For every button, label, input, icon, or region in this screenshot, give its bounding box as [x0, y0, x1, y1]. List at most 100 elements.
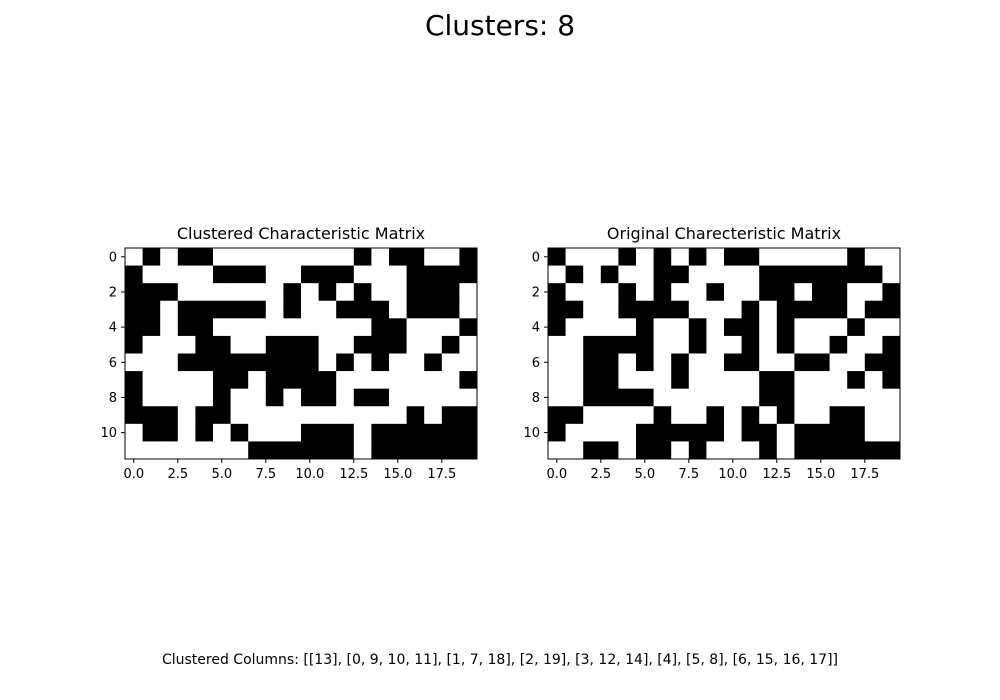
- heatmap-cell: [318, 406, 337, 425]
- heatmap-cell: [160, 248, 179, 266]
- heatmap-cell: [459, 265, 478, 284]
- heatmap-cell: [177, 441, 196, 460]
- heatmap-cell: [600, 283, 619, 302]
- heatmap-cell: [424, 318, 443, 337]
- heatmap-cell: [688, 265, 707, 284]
- heatmap-cell: [195, 248, 214, 266]
- heatmap-cell: [406, 248, 425, 266]
- heatmap-cell: [618, 353, 637, 372]
- heatmap-cell: [706, 335, 725, 354]
- heatmap-cell: [882, 248, 901, 266]
- heatmap-cell: [336, 335, 355, 354]
- y-tick-label: 2: [532, 285, 540, 300]
- heatmap-cell: [724, 388, 742, 407]
- heatmap-cell: [230, 353, 249, 372]
- heatmap-cell: [847, 371, 866, 389]
- heatmap-cell: [248, 353, 267, 372]
- heatmap-cell: [318, 441, 337, 460]
- x-tick-label: 2.5: [167, 467, 188, 482]
- heatmap-cell: [441, 353, 460, 372]
- heatmap-cell: [195, 300, 214, 319]
- heatmap-cell: [265, 406, 284, 425]
- heatmap-cell: [389, 353, 407, 372]
- heatmap-cell: [583, 318, 602, 337]
- heatmap-cell: [600, 353, 619, 372]
- heatmap-cell: [724, 371, 742, 389]
- heatmap-cell: [636, 406, 654, 425]
- heatmap-cell: [230, 318, 249, 337]
- heatmap-cell: [759, 335, 778, 354]
- heatmap-cell: [213, 248, 231, 266]
- heatmap-cell: [600, 318, 619, 337]
- heatmap-cell: [283, 283, 302, 302]
- heatmap-cell: [301, 423, 319, 442]
- heatmap-cell: [618, 318, 637, 337]
- heatmap-cell: [882, 265, 901, 284]
- heatmap-cell: [353, 248, 372, 266]
- heatmap-cell: [759, 441, 778, 460]
- heatmap-cell: [125, 388, 143, 407]
- heatmap-cell: [688, 406, 707, 425]
- heatmap-cell: [653, 441, 672, 460]
- heatmap-cell: [618, 283, 637, 302]
- heatmap-cell: [283, 265, 302, 284]
- y-tick-label: 8: [109, 391, 117, 406]
- heatmap-cell: [213, 300, 231, 319]
- heatmap-cell: [230, 441, 249, 460]
- heatmap-cell: [441, 283, 460, 302]
- heatmap-cell: [600, 335, 619, 354]
- y-tick-label: 0: [109, 250, 117, 265]
- x-tick-label: 10.0: [295, 467, 324, 482]
- heatmap-cell: [565, 371, 584, 389]
- heatmap-cell: [230, 371, 249, 389]
- x-tick-label: 5.0: [634, 467, 655, 482]
- heatmap-cell: [283, 318, 302, 337]
- heatmap-cell: [812, 248, 830, 266]
- heatmap-cell: [724, 335, 742, 354]
- heatmap-cell: [142, 283, 161, 302]
- heatmap-cell: [794, 441, 813, 460]
- heatmap-cell: [336, 353, 355, 372]
- heatmap-cell: [265, 388, 284, 407]
- heatmap-cell: [142, 335, 161, 354]
- heatmap-cell: [618, 265, 637, 284]
- heatmap-cell: [636, 265, 654, 284]
- heatmap-cell: [318, 300, 337, 319]
- heatmap-cell: [301, 353, 319, 372]
- heatmap-cell: [230, 423, 249, 442]
- heatmap-cell: [600, 423, 619, 442]
- heatmap-cell: [829, 300, 848, 319]
- heatmap-cell: [336, 423, 355, 442]
- heatmap-cell: [724, 318, 742, 337]
- heatmap-cell: [847, 406, 866, 425]
- heatmap-cell: [864, 441, 883, 460]
- heatmap-cell: [353, 265, 372, 284]
- y-tick-label: 2: [109, 285, 117, 300]
- heatmap-cell: [177, 248, 196, 266]
- heatmap-cell: [213, 335, 231, 354]
- heatmap-cell: [177, 318, 196, 337]
- heatmap-cell: [265, 335, 284, 354]
- heatmap-cell: [441, 423, 460, 442]
- heatmap-cell: [213, 388, 231, 407]
- heatmap-cell: [706, 423, 725, 442]
- heatmap-cell: [548, 388, 566, 407]
- heatmap-cell: [406, 335, 425, 354]
- heatmap-cell: [724, 423, 742, 442]
- heatmap-cell: [812, 335, 830, 354]
- x-tick-label: 7.5: [678, 467, 699, 482]
- heatmap-cell: [776, 388, 795, 407]
- heatmap-cell: [618, 406, 637, 425]
- heatmap-cell: [424, 406, 443, 425]
- heatmap-cell: [741, 353, 760, 372]
- heatmap-cell: [618, 441, 637, 460]
- heatmap-cell: [812, 388, 830, 407]
- y-tick-label: 0: [532, 250, 540, 265]
- x-tick-label: 2.5: [590, 467, 611, 482]
- heatmap-cell: [353, 300, 372, 319]
- heatmap-cell: [565, 283, 584, 302]
- heatmap-cell: [336, 406, 355, 425]
- heatmap-cell: [759, 388, 778, 407]
- heatmap-cell: [177, 388, 196, 407]
- heatmap-cell: [265, 248, 284, 266]
